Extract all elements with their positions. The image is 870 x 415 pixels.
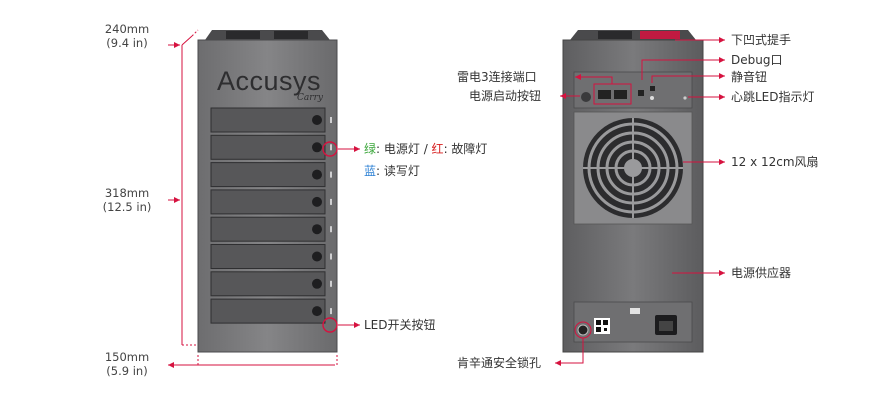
led-legend-line1: 绿: 电源灯 / 红: 故障灯 bbox=[364, 142, 487, 156]
drive-bay-6[interactable] bbox=[210, 244, 332, 269]
front-unit: Accusys Carry bbox=[197, 30, 338, 353]
led-legend-line2: 蓝: 读写灯 bbox=[364, 164, 420, 178]
dim-height: 240mm (9.4 in) bbox=[92, 22, 162, 50]
drive-bay-1[interactable] bbox=[210, 107, 332, 133]
drive-bay-2[interactable] bbox=[210, 134, 332, 160]
brand-logo: Accusys bbox=[217, 66, 321, 96]
drive-bay-latch-icon[interactable] bbox=[312, 224, 322, 235]
drive-led-icon bbox=[330, 117, 332, 123]
dim-width: 150mm (5.9 in) bbox=[92, 350, 162, 378]
label-debug: Debug口 bbox=[731, 53, 783, 67]
dim-depth: 318mm (12.5 in) bbox=[92, 186, 162, 214]
drive-led-icon bbox=[330, 144, 332, 151]
dim-depth-mm: 318mm bbox=[104, 186, 150, 200]
label-fan: 12 x 12cm风扇 bbox=[731, 155, 819, 169]
drive-led-icon bbox=[330, 280, 332, 287]
drive-bay-3[interactable] bbox=[210, 162, 332, 188]
legend-sep2: : 故障灯 bbox=[443, 142, 488, 156]
legend-sep3: : 读写灯 bbox=[376, 164, 420, 178]
drive-led-icon bbox=[330, 198, 332, 205]
legend-green: 绿 bbox=[364, 142, 377, 156]
dim-height-mm: 240mm bbox=[104, 22, 150, 36]
drive-bay-latch-icon[interactable] bbox=[312, 278, 322, 289]
label-psu: 电源供应器 bbox=[731, 266, 792, 280]
legend-sep1: : 电源灯 / bbox=[376, 142, 432, 156]
drive-led-icon bbox=[330, 226, 332, 233]
label-mute: 静音钮 bbox=[731, 70, 768, 84]
drive-bay-latch-icon[interactable] bbox=[312, 115, 322, 125]
drive-led-icon bbox=[330, 253, 332, 260]
label-thunderbolt: 雷电3连接端口 bbox=[457, 70, 537, 84]
drive-led-icon bbox=[330, 308, 332, 315]
dim-height-in: (9.4 in) bbox=[106, 36, 148, 50]
drive-bay-latch-icon[interactable] bbox=[312, 142, 322, 153]
dimension-lines bbox=[168, 29, 338, 368]
rear-callouts bbox=[555, 37, 725, 366]
drive-bays bbox=[210, 107, 332, 324]
drive-bay-latch-icon[interactable] bbox=[312, 251, 322, 262]
drive-led-icon bbox=[330, 171, 332, 178]
rear-unit bbox=[562, 30, 704, 353]
legend-red: 红 bbox=[431, 142, 444, 156]
dim-depth-in: (12.5 in) bbox=[102, 200, 152, 214]
label-lock: 肯辛通安全锁孔 bbox=[457, 356, 542, 370]
drive-bay-4[interactable] bbox=[210, 189, 332, 215]
label-power-button: 电源启动按钮 bbox=[469, 89, 542, 103]
led-switch-label: LED开关按钮 bbox=[364, 318, 436, 332]
dim-width-mm: 150mm bbox=[104, 350, 150, 364]
drive-bay-latch-icon[interactable] bbox=[312, 196, 322, 207]
drive-bay-latch-icon[interactable] bbox=[312, 169, 322, 180]
drive-bay-8[interactable] bbox=[210, 298, 332, 324]
dim-width-in: (5.9 in) bbox=[106, 364, 148, 378]
label-heartbeat-led: 心跳LED指示灯 bbox=[731, 90, 815, 104]
fan-grill bbox=[583, 118, 683, 218]
brand-signature: Carry bbox=[297, 93, 324, 103]
drive-bay-7[interactable] bbox=[210, 271, 332, 297]
drive-bay-5[interactable] bbox=[210, 216, 332, 242]
front-callouts bbox=[322, 141, 360, 333]
drive-bay-latch-icon[interactable] bbox=[312, 306, 322, 317]
label-handle: 下凹式提手 bbox=[731, 33, 792, 47]
legend-blue: 蓝 bbox=[364, 164, 377, 178]
